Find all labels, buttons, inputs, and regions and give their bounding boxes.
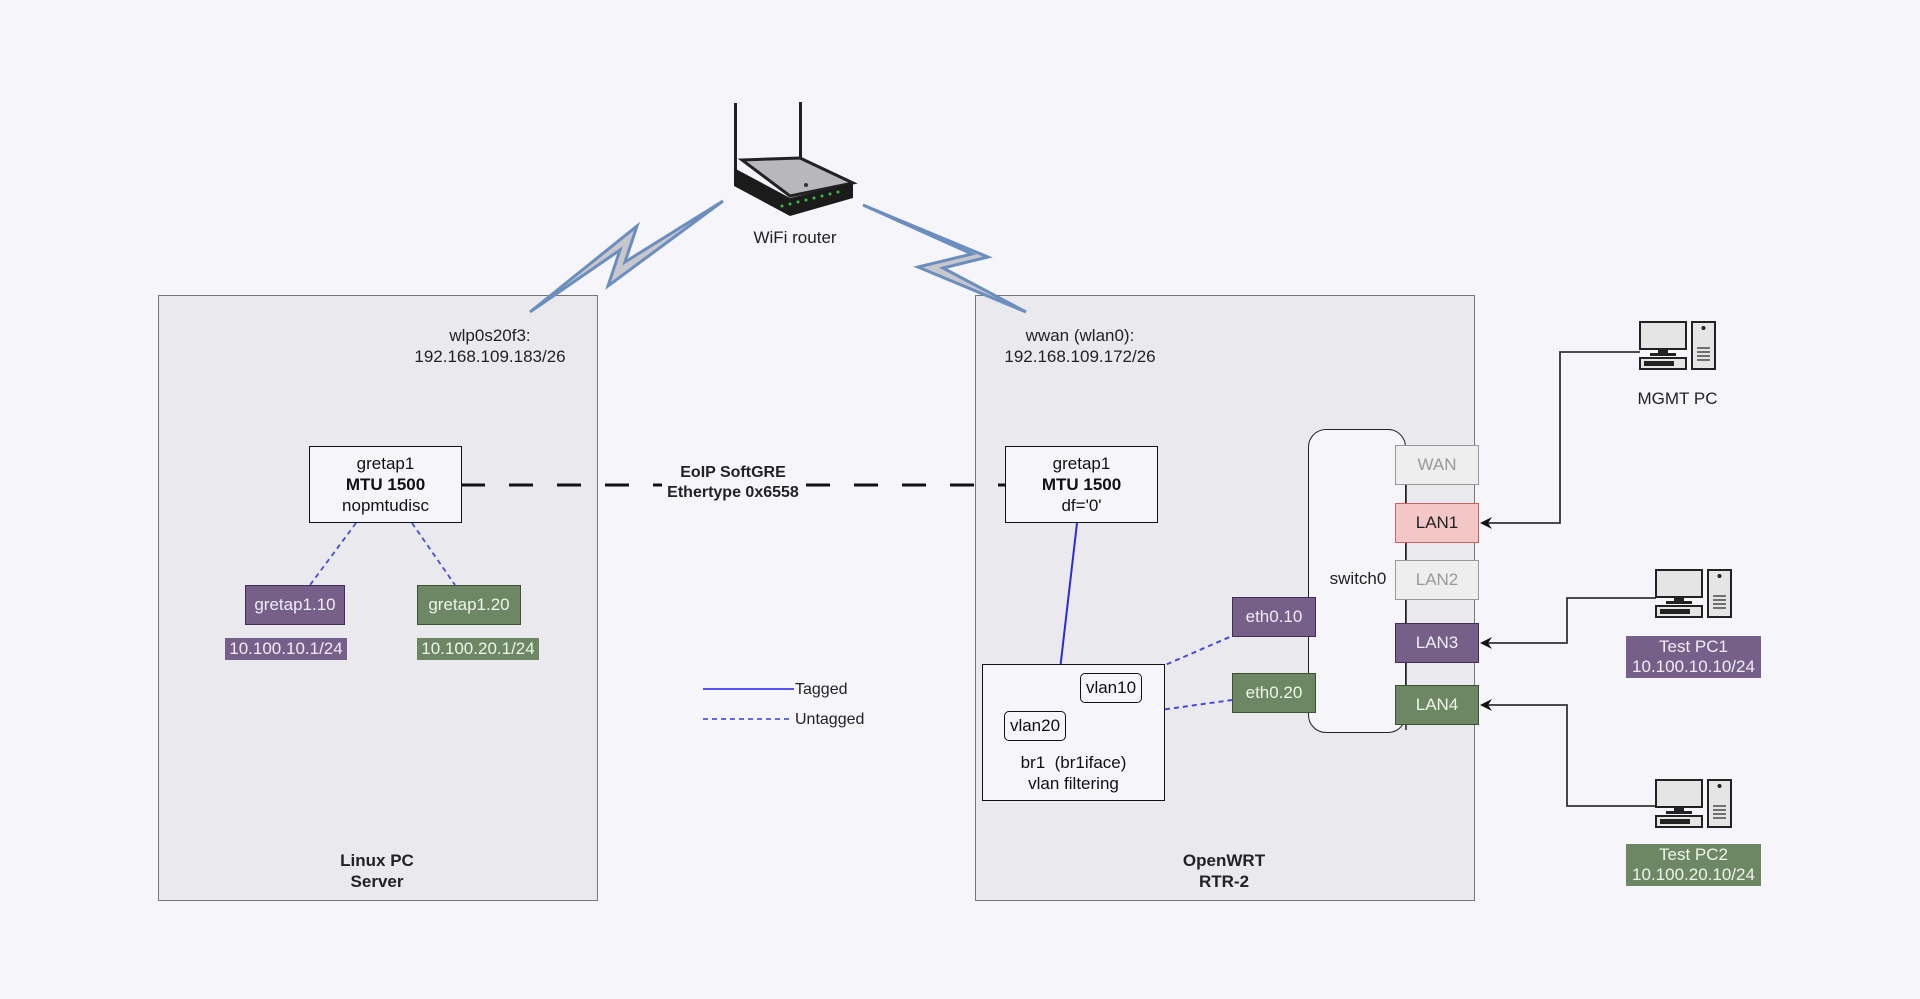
linux-gretap1-mtu: MTU 1500 xyxy=(345,475,426,494)
openwrt-gretap1-mtu: MTU 1500 xyxy=(1041,475,1122,494)
openwrt-gretap1-box[interactable]: gretap1 MTU 1500 df='0' xyxy=(1005,446,1158,523)
switch-port-lan3[interactable]: LAN3 xyxy=(1395,623,1479,663)
linux-gretap1-name: gretap1 xyxy=(356,454,415,473)
switch-port-lan4[interactable]: LAN4 xyxy=(1395,685,1479,725)
wireless-link-right xyxy=(862,203,1027,314)
switch0-body[interactable] xyxy=(1308,429,1406,733)
link-test1-to-lan3 xyxy=(1480,597,1656,649)
test-pc1-label: Test PC1 10.100.10.10/24 xyxy=(1626,636,1761,678)
openwrt-gretap1-name: gretap1 xyxy=(1052,454,1111,473)
test-pc2-icon xyxy=(1655,779,1732,828)
legend-tagged-label: Tagged xyxy=(795,681,848,698)
linux-pc-title: Linux PC Server xyxy=(317,850,437,892)
tunnel-label-line2: Ethertype 0x6558 xyxy=(667,484,799,501)
legend-untagged-label: Untagged xyxy=(795,711,865,728)
link-test2-to-lan4 xyxy=(1480,699,1656,807)
link-gretap1-to-vlan10 xyxy=(309,522,357,586)
openwrt-gretap1-option: df='0' xyxy=(1061,496,1102,515)
tunnel-label: EoIP SoftGRE Ethertype 0x6558 xyxy=(653,463,813,503)
openwrt-title: OpenWRT RTR-2 xyxy=(1164,850,1284,892)
openwrt-wlan-ip: 192.168.109.172/26 xyxy=(1004,347,1156,366)
linux-gretap1-box[interactable]: gretap1 MTU 1500 nopmtudisc xyxy=(309,446,462,523)
eth0-20[interactable]: eth0.20 xyxy=(1232,673,1316,713)
switch0-label: switch0 xyxy=(1329,569,1387,588)
test-pc2-label: Test PC2 10.100.20.10/24 xyxy=(1626,844,1761,886)
link-vlan10-to-eth010 xyxy=(1141,635,1233,676)
linux-wlan-ip: 192.168.109.183/26 xyxy=(414,347,566,366)
linux-vlan10-ip: 10.100.10.1/24 xyxy=(225,638,347,660)
router-label: WiFi router xyxy=(753,228,837,247)
bridge-line2: vlan filtering xyxy=(1028,774,1119,793)
link-gretap1-to-vlan20 xyxy=(411,522,456,586)
linux-wlan-iface: wlp0s20f3: xyxy=(449,326,531,345)
switch-port-lan1[interactable]: LAN1 xyxy=(1395,503,1479,543)
mgmt-pc-icon xyxy=(1639,321,1716,370)
test-pc1-ip: 10.100.10.10/24 xyxy=(1632,657,1755,676)
test-pc2-ip: 10.100.20.10/24 xyxy=(1632,865,1755,884)
openwrt-wlan-label: wwan (wlan0): 192.168.109.172/26 xyxy=(990,325,1170,367)
test-pc2-name: Test PC2 xyxy=(1659,845,1728,864)
linux-pc-title-line2: Server xyxy=(350,872,404,891)
link-mgmt-to-lan1 xyxy=(1480,351,1640,529)
test-pc1-name: Test PC1 xyxy=(1659,637,1728,656)
linux-gretap1-option: nopmtudisc xyxy=(342,496,429,515)
openwrt-title-line1: OpenWRT xyxy=(1182,851,1266,870)
linux-pc-container xyxy=(158,295,598,901)
test-pc1-icon xyxy=(1655,569,1732,618)
switch-port-wan[interactable]: WAN xyxy=(1395,445,1479,485)
linux-gretap1-10[interactable]: gretap1.10 xyxy=(245,585,345,625)
link-gretap1-tagged xyxy=(1057,522,1078,688)
openwrt-wlan-iface: wwan (wlan0): xyxy=(1025,326,1135,345)
wireless-link-left xyxy=(529,199,724,314)
linux-gretap1-20[interactable]: gretap1.20 xyxy=(417,585,521,625)
wifi-router-icon xyxy=(734,102,858,216)
bridge-line1: br1 (br1iface) xyxy=(1020,753,1127,772)
linux-vlan20-ip: 10.100.20.1/24 xyxy=(417,638,539,660)
bridge-vlan20[interactable]: vlan20 xyxy=(1004,711,1066,741)
mgmt-pc-label: MGMT PC xyxy=(1637,389,1718,408)
tunnel-label-line1: EoIP SoftGRE xyxy=(680,464,786,481)
eth0-10[interactable]: eth0.10 xyxy=(1232,597,1316,637)
switch-port-lan2[interactable]: LAN2 xyxy=(1395,560,1479,600)
linux-wlan-label: wlp0s20f3: 192.168.109.183/26 xyxy=(370,325,610,367)
openwrt-title-line2: RTR-2 xyxy=(1198,872,1250,891)
bridge-vlan10[interactable]: vlan10 xyxy=(1080,673,1142,703)
linux-pc-title-line1: Linux PC xyxy=(340,851,414,870)
